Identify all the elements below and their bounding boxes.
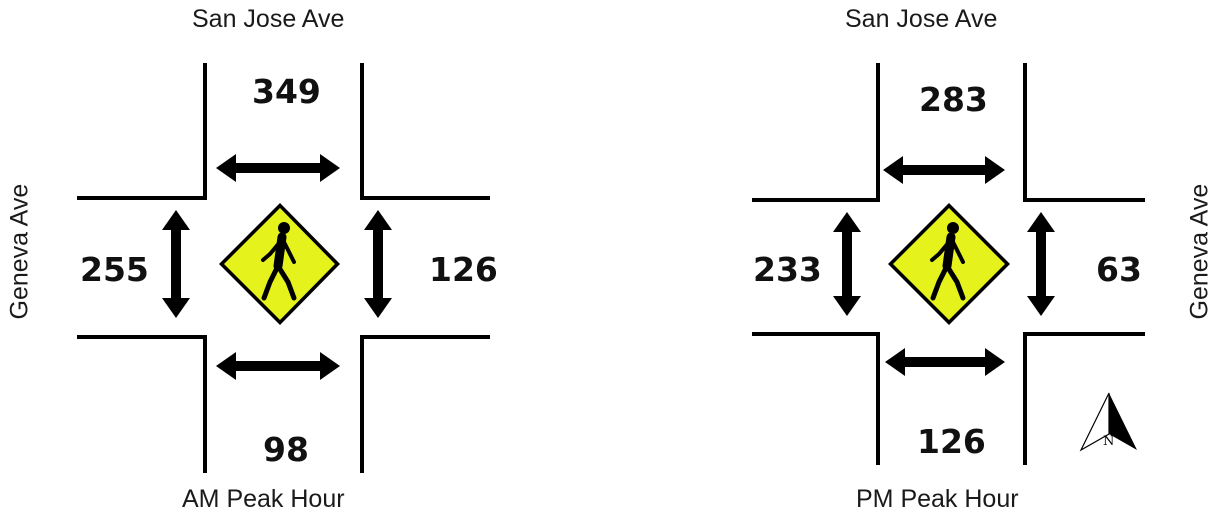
crosswalk-arrows bbox=[833, 156, 1055, 376]
road-corner-ne bbox=[1023, 63, 1145, 202]
road-corner-nw bbox=[752, 63, 880, 202]
road-edges bbox=[752, 63, 1145, 465]
street-label-west: Geneva Ave bbox=[5, 183, 34, 320]
double-arrow-icon bbox=[364, 210, 392, 318]
double-arrow-icon bbox=[833, 212, 861, 316]
street-label-east: Geneva Ave bbox=[1185, 183, 1214, 320]
count-north: 283 bbox=[919, 80, 988, 119]
crosswalk-arrows bbox=[162, 154, 392, 380]
north-arrow-letter: N bbox=[1103, 434, 1115, 449]
count-east: 126 bbox=[429, 250, 498, 289]
am-intersection-drawing bbox=[77, 63, 490, 473]
double-arrow-icon bbox=[162, 210, 190, 318]
pm-intersection-panel: San Jose Ave Geneva Ave PM Peak Hour 283… bbox=[615, 0, 1215, 517]
road-corner-se bbox=[360, 335, 490, 473]
pedestrian-crossing-sign-icon bbox=[888, 203, 1010, 325]
count-north: 349 bbox=[252, 72, 321, 111]
road-corner-sw bbox=[752, 332, 880, 465]
double-arrow-icon bbox=[216, 352, 340, 380]
double-arrow-icon bbox=[885, 348, 1005, 376]
double-arrow-icon bbox=[216, 154, 340, 182]
street-label-north: San Jose Ave bbox=[192, 5, 345, 33]
street-label-north: San Jose Ave bbox=[845, 5, 998, 33]
double-arrow-icon bbox=[1027, 212, 1055, 316]
double-arrow-icon bbox=[883, 156, 1005, 184]
count-south: 126 bbox=[917, 422, 986, 461]
period-label: AM Peak Hour bbox=[182, 485, 345, 513]
road-edges bbox=[77, 63, 490, 473]
road-corner-se bbox=[1023, 332, 1145, 465]
am-intersection-panel: San Jose Ave Geneva Ave AM Peak Hour 349… bbox=[0, 0, 600, 517]
road-corner-sw bbox=[77, 335, 207, 473]
road-corner-nw bbox=[77, 63, 207, 200]
north-arrow-icon bbox=[1079, 392, 1137, 452]
pm-intersection-drawing bbox=[752, 63, 1145, 465]
period-label: PM Peak Hour bbox=[856, 485, 1019, 513]
count-west: 233 bbox=[753, 250, 822, 289]
road-corner-ne bbox=[360, 63, 490, 200]
count-south: 98 bbox=[263, 430, 309, 469]
pedestrian-crossing-sign-icon bbox=[219, 203, 340, 325]
count-east: 63 bbox=[1096, 250, 1142, 289]
count-west: 255 bbox=[80, 250, 149, 289]
